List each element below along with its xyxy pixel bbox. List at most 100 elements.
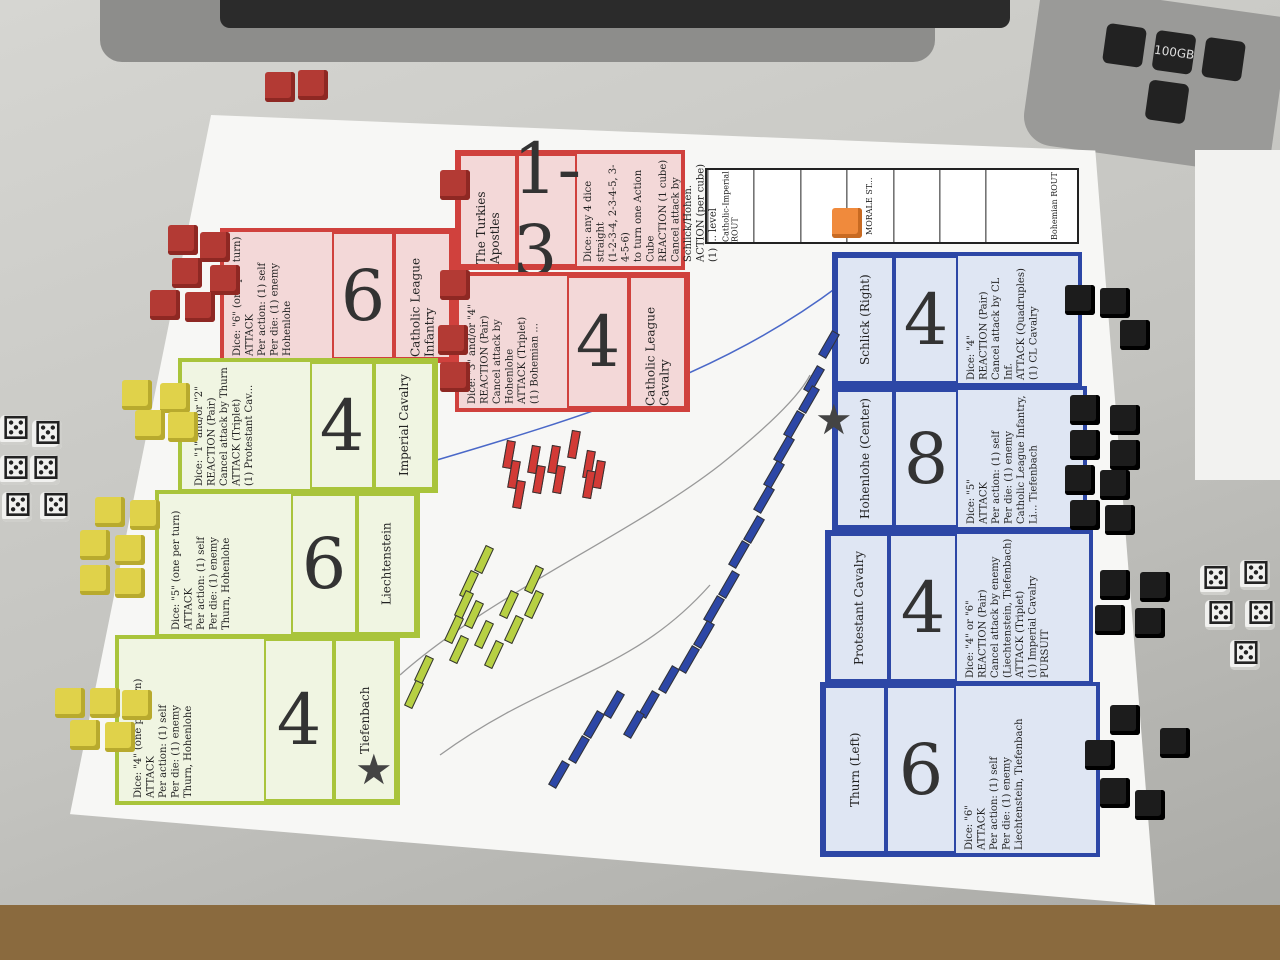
card-value: 6 — [886, 686, 956, 853]
yellow-cube[interactable] — [95, 497, 125, 527]
yellow-cube[interactable] — [90, 688, 120, 718]
second-paper-sheet — [1195, 150, 1280, 480]
red-cube[interactable] — [440, 170, 470, 200]
yellow-cube[interactable] — [80, 530, 110, 560]
die[interactable] — [30, 449, 60, 487]
red-cube[interactable] — [172, 258, 202, 288]
cork-board-edge — [0, 905, 1280, 960]
blue-card-schlick[interactable]: Schlick (Right) 4 Dice: "4" REACTION (Pa… — [832, 252, 1082, 387]
die[interactable] — [1240, 554, 1270, 592]
red-card-catholic-league-infantry[interactable]: Catholic League Infantry 6 Dice: "6" (on… — [220, 228, 455, 363]
morale-cell[interactable] — [938, 170, 986, 242]
black-cube[interactable] — [1100, 470, 1130, 500]
black-cube[interactable] — [1100, 778, 1130, 808]
black-cube[interactable] — [1110, 705, 1140, 735]
red-cube[interactable] — [440, 270, 470, 300]
card-value: 4 — [889, 534, 957, 681]
device-button — [1144, 79, 1190, 125]
card-rules: Dice: "3" and/or "4" REACTION (Pair) Can… — [467, 304, 541, 404]
red-cube[interactable] — [150, 290, 180, 320]
yellow-cube[interactable] — [115, 535, 145, 565]
device-button: 100GB — [1151, 29, 1197, 75]
green-card-tiefenbach[interactable]: Tiefenbach 4 Dice: "4" (one per turn) AT… — [115, 635, 400, 805]
red-cube[interactable] — [265, 72, 295, 102]
black-cube[interactable] — [1085, 740, 1115, 770]
red-cube[interactable] — [185, 292, 215, 322]
card-value: 8 — [894, 390, 958, 527]
card-rules: Dice: "6" (one per turn) ATTACK Per acti… — [232, 236, 293, 356]
morale-cell[interactable] — [753, 170, 800, 242]
black-cube[interactable] — [1120, 320, 1150, 350]
card-rules: Dice: "6" ATTACK Per action: (1) self Pe… — [964, 718, 1025, 851]
red-cube[interactable] — [200, 232, 230, 262]
black-cube[interactable] — [1095, 605, 1125, 635]
device-button — [1200, 36, 1247, 82]
card-rules: Dice: "1" and/or "2" REACTION (Pair) Can… — [194, 367, 255, 486]
yellow-cube[interactable] — [122, 380, 152, 410]
yellow-cube[interactable] — [55, 688, 85, 718]
black-cube[interactable] — [1110, 405, 1140, 435]
morale-cell[interactable] — [985, 170, 1032, 242]
yellow-cube[interactable] — [80, 565, 110, 595]
die[interactable] — [1230, 634, 1260, 672]
card-value: 4 — [264, 639, 334, 801]
yellow-cube[interactable] — [115, 568, 145, 598]
card-name: Schlick (Right) — [836, 256, 894, 383]
yellow-cube[interactable] — [122, 690, 152, 720]
black-cube[interactable] — [1110, 440, 1140, 470]
black-cube[interactable] — [1140, 572, 1170, 602]
die[interactable] — [2, 486, 32, 524]
red-card-turkies-apostles[interactable]: The Turkies Apostles 1-3 Dice: any 4 dic… — [455, 128, 719, 292]
die[interactable] — [0, 409, 30, 447]
black-cube[interactable] — [1135, 790, 1165, 820]
black-cube[interactable] — [1070, 430, 1100, 460]
black-cube[interactable] — [1065, 285, 1095, 315]
morale-cell[interactable] — [892, 170, 939, 242]
black-cube[interactable] — [1070, 500, 1100, 530]
card-name: Liechtenstein — [357, 494, 416, 634]
morale-marker[interactable] — [832, 208, 862, 238]
die[interactable] — [32, 414, 62, 452]
blue-card-protestant-cavalry[interactable]: Protestant Cavalry 4 Dice: "4" or "6" RE… — [825, 530, 1093, 685]
morale-right-label: Bohemian ROUT — [1049, 172, 1059, 240]
die[interactable] — [1200, 559, 1230, 597]
card-rules: Dice: "4" REACTION (Pair) Cancel attack … — [966, 268, 1040, 380]
card-rules: Dice: any 4 dice straight (1-2-3-4, 2-3-… — [583, 159, 719, 262]
card-value: 4 — [894, 256, 958, 383]
yellow-cube[interactable] — [135, 410, 165, 440]
black-cube[interactable] — [1105, 505, 1135, 535]
morale-track: Catholic-Imperial ROUT MORALE ST... Bohe… — [705, 168, 1079, 244]
card-value: 6 — [332, 232, 394, 359]
green-card-imperial-cavalry[interactable]: Imperial Cavalry 4 Dice: "1" and/or "2" … — [178, 358, 438, 493]
red-cube[interactable] — [438, 325, 468, 355]
blue-card-hohenlohe[interactable]: Hohenlohe (Center) 8 Dice: "5" ATTACK Pe… — [832, 386, 1087, 531]
die[interactable] — [40, 486, 70, 524]
yellow-cube[interactable] — [105, 722, 135, 752]
die[interactable] — [0, 449, 30, 487]
yellow-cube[interactable] — [70, 720, 100, 750]
black-cube[interactable] — [1100, 570, 1130, 600]
black-cube[interactable] — [1065, 465, 1095, 495]
black-cube[interactable] — [1100, 288, 1130, 318]
green-card-liechtenstein[interactable]: Liechtenstein 6 Dice: "5" (one per turn)… — [155, 490, 420, 638]
die[interactable] — [1205, 594, 1235, 632]
red-cube[interactable] — [210, 265, 240, 295]
card-value: 4 — [310, 362, 374, 489]
red-card-catholic-league-cavalry[interactable]: Catholic League Cavalry 4 Dice: "3" and/… — [455, 272, 690, 412]
red-cube[interactable] — [168, 225, 198, 255]
card-value: 6 — [291, 494, 357, 634]
card-rules: Dice: "4" (one per turn) ATTACK Per acti… — [133, 679, 194, 798]
yellow-cube[interactable] — [168, 412, 198, 442]
red-cube[interactable] — [298, 70, 328, 100]
die[interactable] — [1245, 594, 1275, 632]
red-cube[interactable] — [440, 362, 470, 392]
card-rules: Dice: "4" or "6" REACTION (Pair) Cancel … — [965, 538, 1051, 678]
card-value: 4 — [567, 276, 629, 408]
blue-card-thurn[interactable]: Thurn (Left) 6 Dice: "6" ATTACK Per acti… — [820, 682, 1100, 857]
card-value: 1-3 — [512, 128, 582, 292]
black-cube[interactable] — [1160, 728, 1190, 758]
yellow-cube[interactable] — [130, 500, 160, 530]
black-cube[interactable] — [1070, 395, 1100, 425]
yellow-cube[interactable] — [160, 383, 190, 413]
black-cube[interactable] — [1135, 608, 1165, 638]
